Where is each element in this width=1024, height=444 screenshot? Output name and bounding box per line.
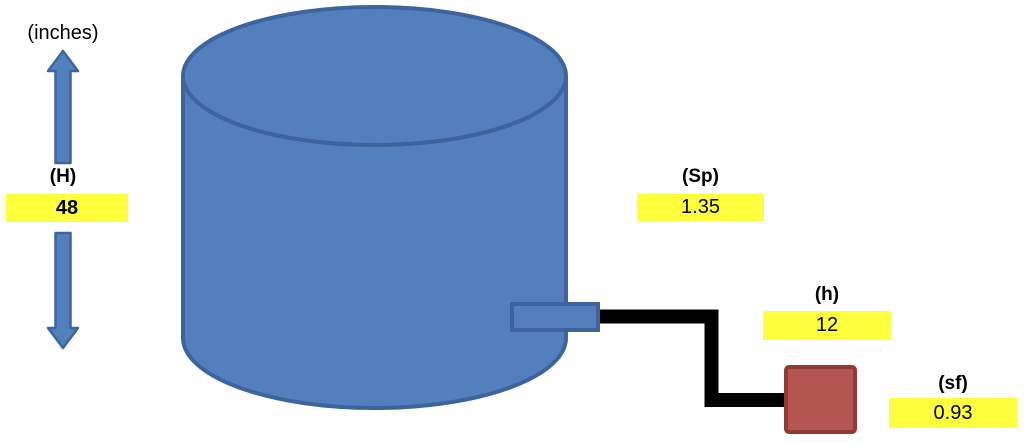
sp-param-label: (Sp) bbox=[682, 166, 719, 187]
tank-outlet-pipe bbox=[510, 302, 600, 332]
sf-param-label: (sf) bbox=[938, 373, 968, 394]
h-param-label: (h) bbox=[814, 284, 840, 305]
discharge-pipe-line bbox=[596, 309, 790, 407]
h-value-box: 12 bbox=[763, 311, 891, 340]
pump-square bbox=[784, 365, 857, 434]
height-param-label: (H) bbox=[49, 166, 77, 187]
tank-top-ellipse bbox=[181, 5, 568, 147]
height-value-box: 48 bbox=[6, 194, 128, 222]
tank-cylinder bbox=[181, 5, 568, 410]
down-arrow-icon bbox=[46, 231, 80, 350]
unit-label: (inches) bbox=[27, 21, 99, 44]
sf-value-box: 0.93 bbox=[889, 398, 1017, 428]
sp-value-box: 1.35 bbox=[637, 194, 764, 221]
up-arrow-icon bbox=[46, 49, 80, 165]
